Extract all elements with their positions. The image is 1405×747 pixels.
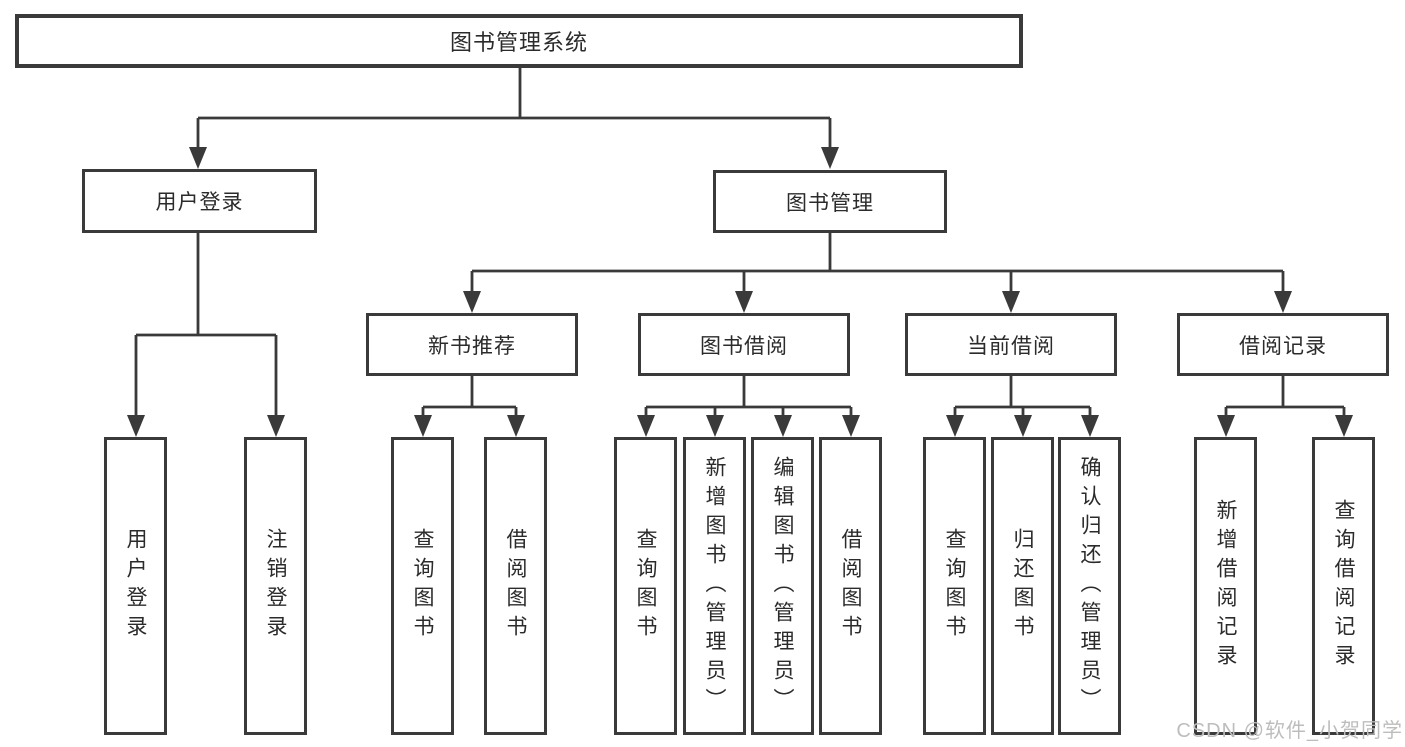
leaf-query-borrow-record-label: 查询借阅记录 (1332, 499, 1355, 673)
node-root: 图书管理系统 (15, 14, 1023, 68)
leaf-user-login-label: 用户登录 (124, 528, 147, 644)
leaf-logout: 注销登录 (244, 437, 307, 735)
leaf-borrow-books-recommend: 借阅图书 (484, 437, 547, 735)
leaf-return-books-label: 归还图书 (1011, 528, 1034, 644)
node-new-book-recommend-label: 新书推荐 (428, 334, 516, 358)
leaf-add-borrow-record-label: 新增借阅记录 (1214, 499, 1237, 673)
leaf-add-book-admin-label: 新增图书（管理员） (703, 455, 726, 717)
leaf-query-books-borrowing-label: 查询图书 (634, 528, 657, 644)
leaf-add-book-admin: 新增图书（管理员） (683, 437, 746, 735)
node-current-borrowing: 当前借阅 (905, 313, 1117, 376)
leaf-borrow-books-borrowing-label: 借阅图书 (839, 528, 862, 644)
leaf-query-books-recommend: 查询图书 (391, 437, 454, 735)
node-current-borrowing-label: 当前借阅 (967, 334, 1055, 358)
leaf-query-borrow-record: 查询借阅记录 (1312, 437, 1375, 735)
leaf-edit-book-admin-label: 编辑图书（管理员） (771, 455, 794, 717)
node-book-borrowing: 图书借阅 (638, 313, 850, 376)
leaf-return-books: 归还图书 (991, 437, 1054, 735)
leaf-borrow-books-recommend-label: 借阅图书 (504, 528, 527, 644)
node-book-management: 图书管理 (713, 170, 947, 233)
node-borrowing-records-label: 借阅记录 (1239, 334, 1327, 358)
node-root-label: 图书管理系统 (449, 30, 588, 55)
edge-arrowheads (127, 147, 1353, 437)
leaf-confirm-return-admin: 确认归还（管理员） (1058, 437, 1121, 735)
leaf-query-books-borrowing: 查询图书 (614, 437, 677, 735)
leaf-borrow-books-borrowing: 借阅图书 (819, 437, 882, 735)
leaf-user-login: 用户登录 (104, 437, 167, 735)
leaf-add-borrow-record: 新增借阅记录 (1194, 437, 1257, 735)
node-book-management-label: 图书管理 (786, 191, 874, 215)
watermark: CSDN @软件_小贺同学 (1176, 720, 1403, 742)
leaf-confirm-return-admin-label: 确认归还（管理员） (1078, 455, 1101, 717)
node-user-login-label: 用户登录 (155, 191, 244, 214)
node-book-borrowing-label: 图书借阅 (700, 334, 788, 358)
leaf-edit-book-admin: 编辑图书（管理员） (751, 437, 814, 735)
node-user-login: 用户登录 (82, 169, 317, 233)
node-new-book-recommend: 新书推荐 (366, 313, 578, 376)
leaf-query-books-current-label: 查询图书 (943, 528, 966, 644)
node-borrowing-records: 借阅记录 (1177, 313, 1389, 376)
leaf-query-books-recommend-label: 查询图书 (411, 528, 434, 644)
leaf-logout-label: 注销登录 (264, 528, 287, 644)
leaf-query-books-current: 查询图书 (923, 437, 986, 735)
